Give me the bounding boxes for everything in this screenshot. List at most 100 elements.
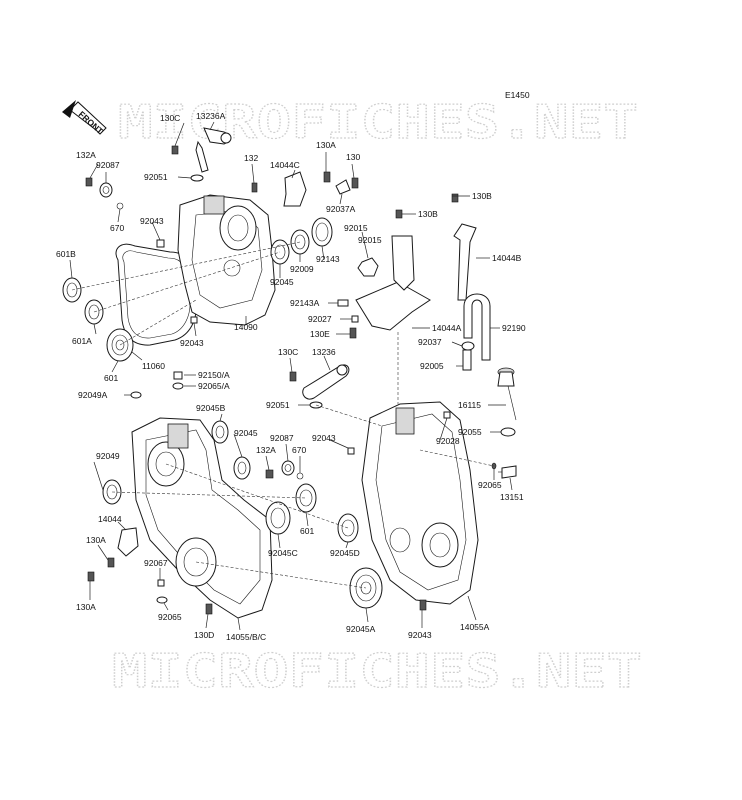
bracket-14044A-arm bbox=[391, 235, 415, 291]
label-92190: 92190 bbox=[502, 323, 526, 333]
label-92150A: 92150/A bbox=[198, 370, 230, 380]
label-130A-top: 130A bbox=[316, 140, 336, 150]
assembly-lines bbox=[71, 241, 495, 589]
bearing-601-b bbox=[295, 483, 317, 513]
label-130D: 130D bbox=[194, 630, 214, 640]
bolt-132A-a bbox=[85, 177, 93, 187]
part-labels: 130C 13236A 132A 92087 92051 132 14044C … bbox=[56, 111, 526, 642]
fitting-92005 bbox=[462, 349, 472, 371]
leader-lines bbox=[69, 121, 513, 631]
pin-92028 bbox=[443, 411, 451, 419]
label-92049: 92049 bbox=[96, 451, 120, 461]
seal-92045B bbox=[211, 420, 229, 444]
bolt-130E bbox=[349, 327, 357, 339]
bolt-130C-a bbox=[171, 145, 179, 155]
oring-670-a bbox=[116, 202, 124, 210]
washer-92065A bbox=[172, 382, 184, 390]
pin-92027 bbox=[351, 315, 359, 323]
label-92143: 92143 bbox=[316, 254, 340, 264]
label-14055BC: 14055/B/C bbox=[226, 632, 266, 642]
label-14090: 14090 bbox=[234, 322, 258, 332]
label-14044A: 14044A bbox=[432, 323, 462, 333]
label-92015-a: 92015 bbox=[344, 223, 368, 233]
upper-case-14090 bbox=[177, 194, 276, 326]
oring-670-b bbox=[296, 472, 304, 480]
label-92065-r: 92065 bbox=[478, 480, 502, 490]
bolt-130B-r bbox=[451, 193, 459, 203]
label-132A-b: 132A bbox=[256, 445, 276, 455]
washer-92087-a bbox=[99, 182, 113, 198]
label-130B-m: 130B bbox=[418, 209, 438, 219]
front-arrow-icon: FRONT bbox=[62, 100, 107, 137]
label-14055A: 14055A bbox=[460, 622, 490, 632]
label-16115: 16115 bbox=[458, 400, 481, 410]
pin-92043-b bbox=[190, 316, 198, 324]
right-case-14055A bbox=[361, 401, 479, 605]
label-92009: 92009 bbox=[290, 264, 314, 274]
label-92027: 92027 bbox=[308, 314, 332, 324]
label-92043-d: 92043 bbox=[408, 630, 432, 640]
label-92043-b: 92043 bbox=[180, 338, 204, 348]
label-92045C: 92045C bbox=[268, 548, 298, 558]
bolt-132A-b bbox=[265, 469, 274, 479]
label-92043-a: 92043 bbox=[140, 216, 164, 226]
front-label: FRONT bbox=[77, 109, 106, 137]
label-92045B: 92045B bbox=[196, 403, 226, 413]
bolt-130-top bbox=[351, 177, 359, 189]
pin-92043-a bbox=[156, 239, 165, 248]
label-130C-a: 130C bbox=[160, 113, 180, 123]
bracket-14044B bbox=[453, 223, 477, 301]
label-14044B: 14044B bbox=[492, 253, 522, 263]
bolt-130D bbox=[205, 603, 213, 615]
oring-92055 bbox=[500, 427, 516, 437]
label-92065-b: 92065 bbox=[158, 612, 182, 622]
bolt-130B-m bbox=[395, 209, 403, 219]
label-13236A: 13236A bbox=[196, 111, 226, 121]
label-130A-l: 130A bbox=[86, 535, 106, 545]
label-130A-b: 130A bbox=[76, 602, 96, 612]
label-92051-b: 92051 bbox=[266, 400, 290, 410]
label-92067: 92067 bbox=[144, 558, 168, 568]
lever-13236 bbox=[302, 364, 350, 400]
label-92065A: 92065/A bbox=[198, 381, 230, 391]
washer-92065-b bbox=[156, 596, 168, 604]
bolt-132 bbox=[251, 182, 258, 193]
seal-92143 bbox=[311, 217, 333, 247]
label-92045-a: 92045 bbox=[270, 277, 294, 287]
watermark-bottom: MICROFICHES.NET bbox=[112, 644, 642, 698]
label-130E: 130E bbox=[310, 329, 330, 339]
label-92037A: 92037A bbox=[326, 204, 356, 214]
bearing-92045C bbox=[265, 501, 291, 535]
pin-92043-c bbox=[347, 447, 355, 455]
bolt-130C-b bbox=[289, 371, 297, 382]
hose-92190 bbox=[463, 293, 491, 361]
watermark-top: MICROFICHES.NET bbox=[118, 95, 638, 149]
dipstick-16115 bbox=[497, 367, 517, 421]
label-92051-a: 92051 bbox=[144, 172, 168, 182]
bracket-14044 bbox=[117, 527, 139, 557]
clamp-92037 bbox=[461, 341, 475, 351]
seal-92045-b bbox=[233, 456, 251, 480]
bolt-130A-l bbox=[107, 557, 115, 568]
label-92043-c: 92043 bbox=[312, 433, 336, 443]
plug-13151 bbox=[498, 465, 517, 479]
label-92005: 92005 bbox=[420, 361, 444, 371]
bracket-14044C bbox=[283, 171, 307, 207]
washer-92087-b bbox=[281, 460, 295, 476]
pin-92067 bbox=[157, 579, 165, 587]
collar-92143A bbox=[337, 299, 349, 307]
label-130-top: 130 bbox=[346, 152, 360, 162]
bolt-130A-top bbox=[323, 171, 331, 183]
label-92037: 92037 bbox=[418, 337, 442, 347]
washer-92049A bbox=[130, 391, 142, 399]
label-670-a: 670 bbox=[110, 223, 124, 233]
label-601A: 601A bbox=[72, 336, 92, 346]
label-130B-r: 130B bbox=[472, 191, 492, 201]
label-601-a: 601 bbox=[104, 373, 118, 383]
label-13236: 13236 bbox=[312, 347, 336, 357]
label-92028: 92028 bbox=[436, 436, 460, 446]
label-92055: 92055 bbox=[458, 427, 482, 437]
washer-92051-a bbox=[190, 174, 204, 182]
label-130C-b: 130C bbox=[278, 347, 298, 357]
